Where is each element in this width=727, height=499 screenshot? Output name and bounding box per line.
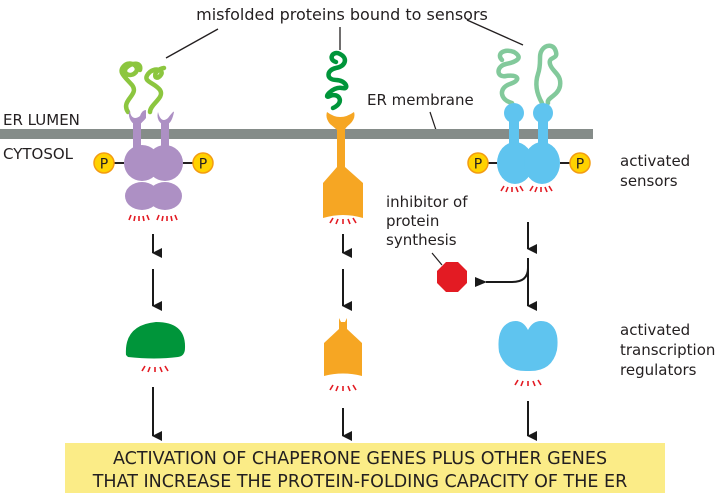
svg-text:P: P <box>576 157 584 173</box>
result-line-1: ACTIVATION OF CHAPERONE GENES PLUS OTHER… <box>113 449 607 469</box>
er-membrane-label: ER membrane <box>367 91 474 109</box>
er-membrane <box>0 129 593 139</box>
activity-rays <box>514 379 542 387</box>
svg-text:P: P <box>199 157 207 173</box>
branch-arrow-to-inhibitor <box>475 267 529 287</box>
svg-text:P: P <box>100 157 108 173</box>
title-label: misfolded proteins bound to sensors <box>196 5 488 24</box>
sensor-3-blue <box>486 43 571 184</box>
misfolded-protein <box>119 61 143 115</box>
regulator-2-orange <box>324 318 362 376</box>
phosphate-badge: P <box>93 152 115 174</box>
phosphate-badge: P <box>467 152 489 174</box>
misfolded-protein <box>324 50 349 111</box>
result-box <box>65 443 665 493</box>
sensor-1-purple <box>113 61 194 210</box>
activity-rays <box>141 365 169 373</box>
regulator-1-green <box>125 322 186 359</box>
inhibitor-pointer <box>431 252 443 266</box>
svg-text:P: P <box>474 157 482 173</box>
sensor-2-orange <box>323 50 363 218</box>
activated-regulators-label: activated transcription regulators <box>620 321 720 379</box>
er-lumen-label: ER LUMEN <box>3 111 80 129</box>
result-line-2: THAT INCREASE THE PROTEIN-FOLDING CAPACI… <box>92 472 628 492</box>
activity-rays <box>128 214 178 222</box>
inhibitor-label: inhibitor of protein synthesis <box>386 193 472 249</box>
phosphate-badge: P <box>192 152 214 174</box>
phosphate-badge: P <box>569 152 591 174</box>
misfolded-protein <box>534 43 563 106</box>
activity-rays <box>329 384 357 392</box>
inhibitor-octagon <box>437 262 467 292</box>
activity-rays <box>500 185 553 193</box>
activated-sensors-label: activated sensors <box>620 152 695 190</box>
membrane-pointer <box>429 111 437 131</box>
cytosol-label: CYTOSOL <box>3 145 74 163</box>
title-pointer-left <box>165 28 219 59</box>
title-pointer-right <box>466 19 524 46</box>
activity-rays <box>329 217 357 225</box>
regulator-3-blue <box>498 321 558 372</box>
misfolded-protein <box>144 65 167 115</box>
misfolded-protein <box>496 48 521 106</box>
